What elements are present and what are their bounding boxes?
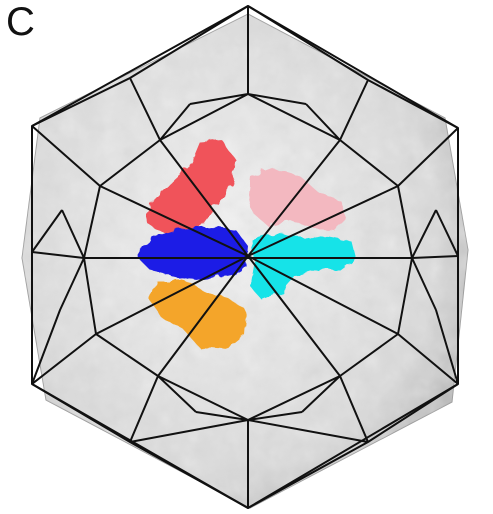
subunit-cluster: [138, 140, 356, 350]
cage-edges: [31, 5, 459, 509]
subunit-red: [148, 140, 236, 236]
panel-label: C: [6, 0, 35, 44]
icosahedron-cage: [31, 5, 459, 509]
subunit-pink: [248, 168, 346, 230]
subunit-blue: [138, 226, 248, 280]
subunit-cyan: [250, 234, 356, 300]
subunit-orange: [150, 280, 246, 350]
